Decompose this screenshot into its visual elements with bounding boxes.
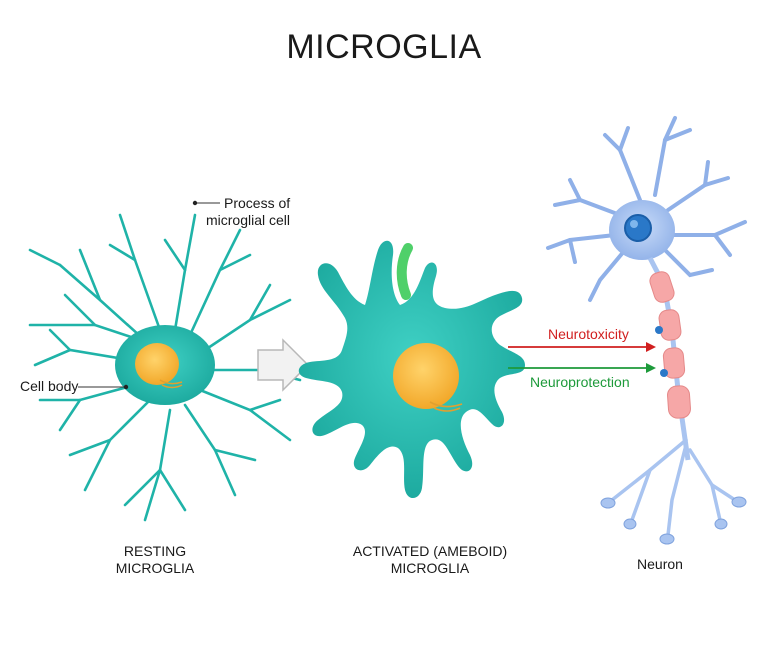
- neurotoxicity-label: Neurotoxicity: [548, 326, 629, 342]
- cell-body-label: Cell body: [20, 378, 79, 394]
- neuron-nucleus: [624, 214, 652, 242]
- process-pointer-dot: [192, 200, 198, 206]
- myelin-sheath: [649, 271, 675, 303]
- cell-body-pointer-dot: [123, 384, 129, 390]
- process-label: Process of microglial cell: [206, 195, 291, 229]
- neuron-nucleolus: [630, 220, 638, 228]
- activated-golgi: [429, 401, 463, 412]
- resting-nucleus: [135, 343, 179, 385]
- activated-nucleus: [393, 343, 459, 409]
- diagram-title: MICROGLIA: [286, 28, 482, 66]
- phagocytosed-bacterium: [396, 243, 413, 300]
- activated-caption-line2: MICROGLIA: [390, 560, 470, 576]
- transition-arrow: [257, 338, 310, 392]
- resting-microglia: [28, 213, 302, 522]
- neuron-caption: Neuron: [637, 556, 683, 572]
- resting-caption-line1: RESTING: [123, 543, 187, 559]
- myelin-sheath: [667, 385, 691, 419]
- process-label-line1: Process of: [224, 195, 291, 211]
- resting-golgi: [159, 379, 183, 389]
- process-label-line2: microglial cell: [206, 212, 291, 228]
- resting-caption-line2: MICROGLIA: [115, 560, 195, 576]
- neuroprotection-label: Neuroprotection: [530, 374, 630, 390]
- neurotoxicity-arrowhead: [646, 342, 656, 352]
- myelin-sheath: [662, 347, 686, 379]
- myelin-sheath: [658, 309, 682, 341]
- neuron: [546, 116, 747, 545]
- activated-caption-line1: ACTIVATED (AMEBOID): [352, 543, 508, 559]
- neuroprotection-arrowhead: [646, 363, 656, 373]
- resting-caption: RESTING MICROGLIA: [80, 543, 230, 577]
- activated-caption: ACTIVATED (AMEBOID) MICROGLIA: [330, 543, 530, 577]
- node-marker: [655, 326, 663, 334]
- node-marker: [660, 369, 668, 377]
